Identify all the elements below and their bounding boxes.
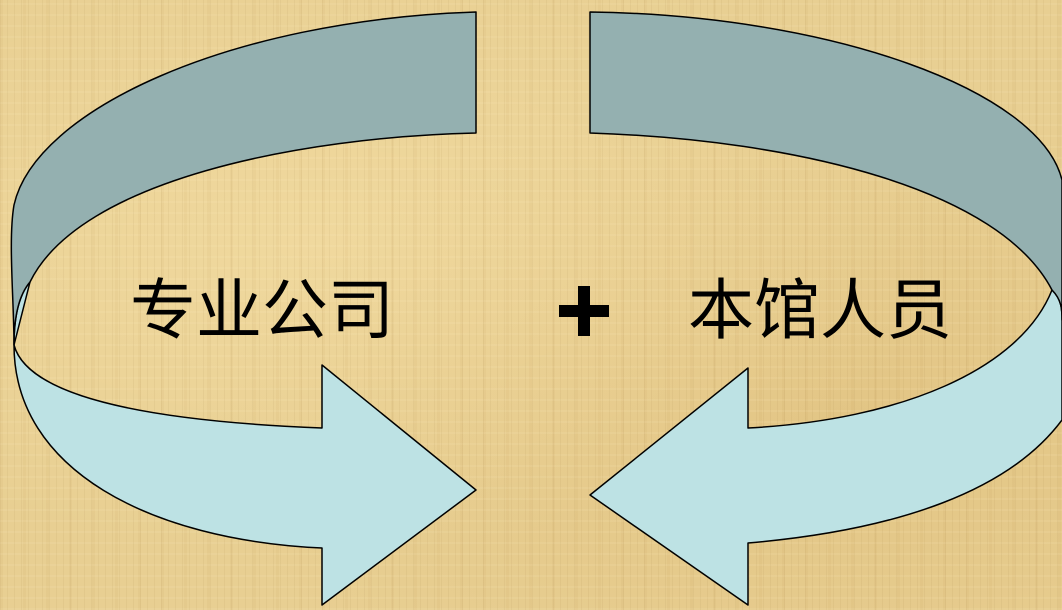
left-arrow-top-face (10, 11, 477, 346)
left-curved-arrow (10, 11, 477, 606)
right-arrow-top-face (589, 11, 1062, 321)
label-library-staff: 本馆人员 (688, 272, 952, 349)
label-professional-company: 专业公司 (130, 272, 394, 349)
plus-icon: + (559, 286, 609, 336)
